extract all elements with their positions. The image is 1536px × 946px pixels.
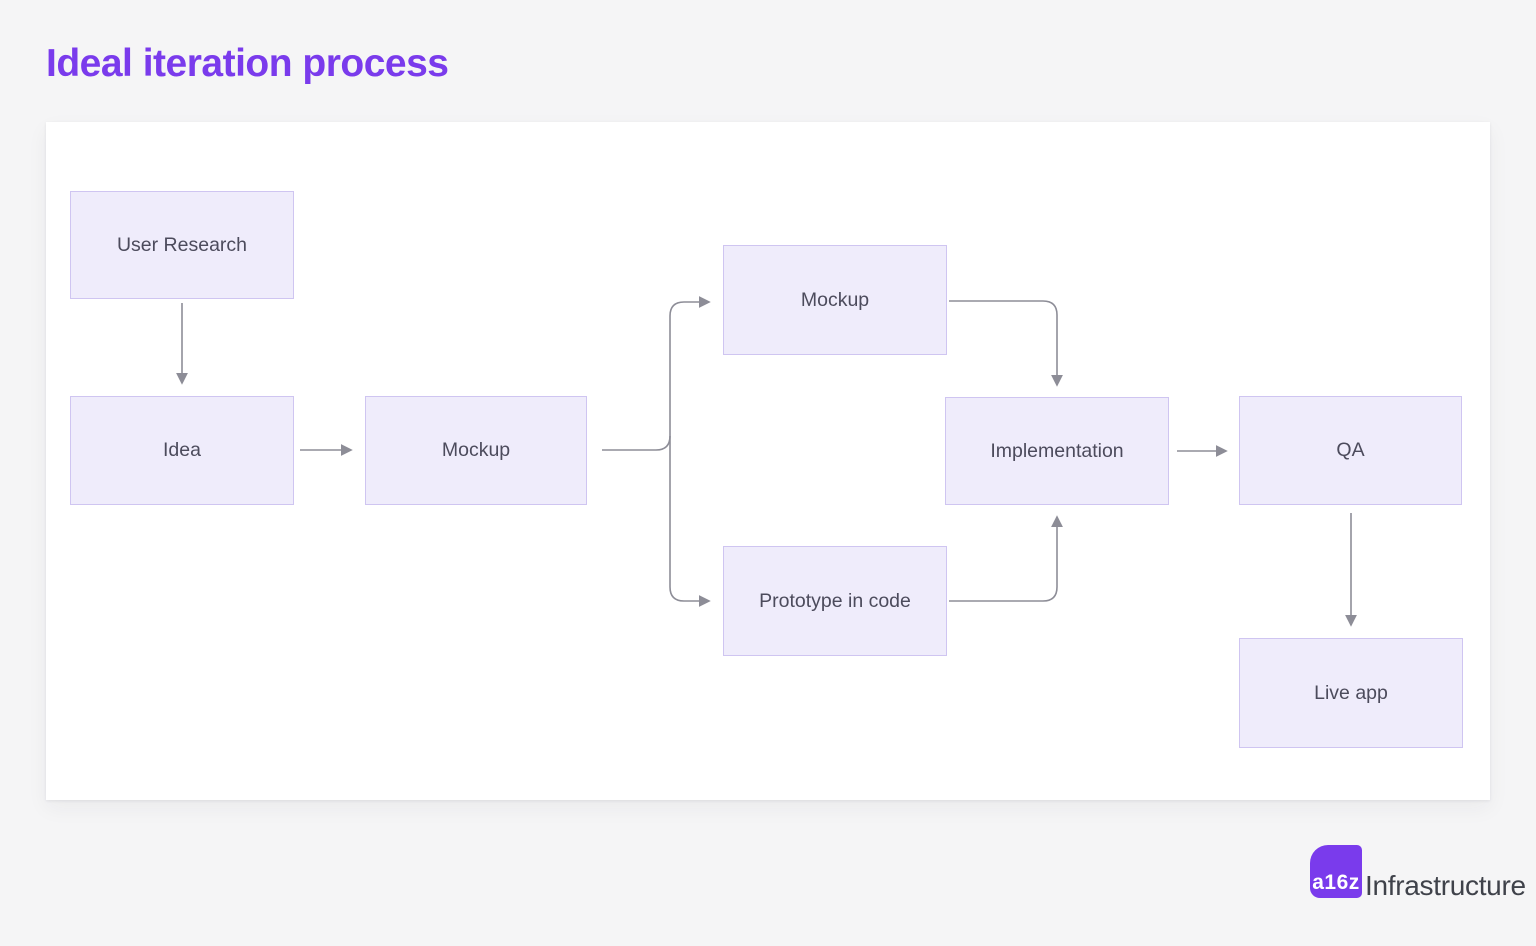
edge-prototype-implementation bbox=[949, 515, 1063, 602]
logo-infrastructure-label: Infrastructure bbox=[1365, 870, 1526, 901]
node-idea: Idea bbox=[70, 396, 294, 505]
node-implementation-label: Implementation bbox=[990, 439, 1124, 462]
node-mockup-2-label: Mockup bbox=[800, 288, 870, 311]
edge-mockup-prototype bbox=[669, 436, 711, 607]
node-mockup: Mockup bbox=[365, 396, 587, 505]
node-implementation: Implementation bbox=[945, 397, 1169, 505]
node-mockup-2: Mockup bbox=[723, 245, 947, 355]
node-mockup-label: Mockup bbox=[441, 439, 511, 461]
a16z-logo-text: a16z bbox=[1312, 871, 1360, 894]
node-user-research: User Research bbox=[70, 191, 294, 299]
node-prototype-in-code: Prototype in code bbox=[723, 546, 947, 656]
diagram-canvas: User Research Idea Mockup Mockup Prototy… bbox=[46, 122, 1490, 800]
node-live-app: Live app bbox=[1239, 638, 1463, 748]
node-qa-label: QA bbox=[1336, 439, 1365, 461]
a16z-logo-icon: a16z bbox=[1310, 845, 1362, 898]
edge-mockup-mockup2 bbox=[602, 296, 711, 451]
a16z-infrastructure-logo: a16z Infrastructure bbox=[1310, 845, 1526, 901]
node-idea-label: Idea bbox=[163, 439, 201, 461]
page-title: Ideal iteration process bbox=[46, 42, 449, 85]
node-user-research-label: User Research bbox=[116, 233, 248, 256]
node-prototype-in-code-label: Prototype in code bbox=[759, 589, 911, 612]
edge-mockup2-implementation bbox=[949, 300, 1063, 387]
node-live-app-label: Live app bbox=[1314, 681, 1388, 704]
node-qa: QA bbox=[1239, 396, 1462, 505]
